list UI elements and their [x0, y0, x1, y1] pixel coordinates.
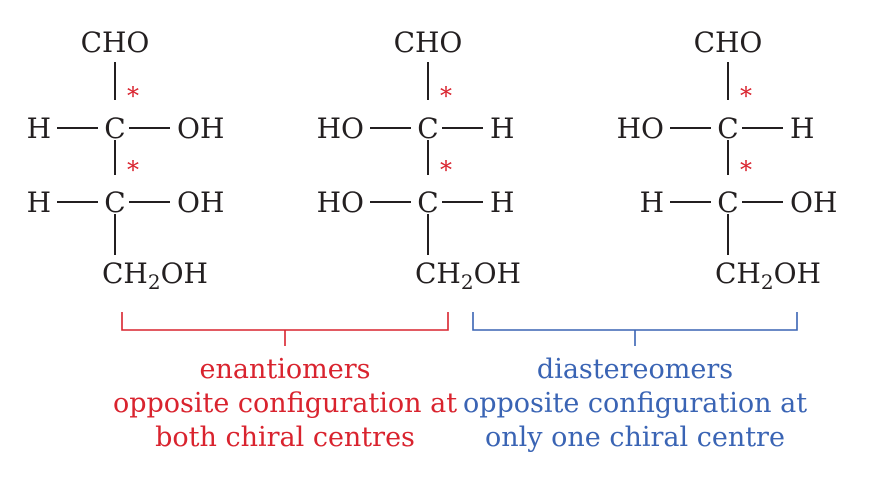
right-substituent-label: OH: [177, 112, 224, 145]
chiral-centre-marker: *: [127, 82, 139, 110]
chiral-centre-marker: *: [127, 156, 139, 184]
chiral-carbon-label: C: [417, 112, 438, 145]
left-substituent-label: H: [27, 112, 51, 145]
ch-label: CH: [415, 257, 461, 290]
left-substituent-label: H: [27, 186, 51, 219]
chiral-carbon-label: C: [717, 186, 738, 219]
oh-label: OH: [161, 257, 208, 290]
chiral-carbon-label: C: [104, 112, 125, 145]
left-substituent-label: HO: [317, 186, 364, 219]
chiral-centre-marker: *: [440, 82, 452, 110]
top-group-label: CHO: [81, 26, 150, 59]
left-substituent-label: H: [640, 186, 664, 219]
chiral-carbon-label: C: [104, 186, 125, 219]
oh-label: OH: [474, 257, 521, 290]
group-title: enantiomers: [200, 354, 371, 385]
right-substituent-label: OH: [177, 186, 224, 219]
group-title: diastereomers: [537, 354, 733, 385]
subscript-2: 2: [761, 270, 774, 294]
top-group-label: CHO: [694, 26, 763, 59]
chiral-centre-marker: *: [740, 156, 752, 184]
right-substituent-label: H: [490, 186, 514, 219]
right-substituent-label: H: [490, 112, 514, 145]
right-substituent-label: OH: [790, 186, 837, 219]
oh-label: OH: [774, 257, 821, 290]
left-substituent-label: HO: [317, 112, 364, 145]
right-substituent-label: H: [790, 112, 814, 145]
ch-label: CH: [102, 257, 148, 290]
group-description-line: opposite configuration at: [463, 388, 807, 419]
group-description-line: opposite configuration at: [113, 388, 457, 419]
group-description-line: only one chiral centre: [485, 422, 785, 453]
chiral-carbon-label: C: [717, 112, 738, 145]
chiral-carbon-label: C: [417, 186, 438, 219]
subscript-2: 2: [148, 270, 161, 294]
bottom-group-label: CH2OH: [415, 257, 521, 294]
left-substituent-label: HO: [617, 112, 664, 145]
group-description-line: both chiral centres: [155, 422, 415, 453]
bottom-group-label: CH2OH: [102, 257, 208, 294]
chiral-centre-marker: *: [740, 82, 752, 110]
ch-label: CH: [715, 257, 761, 290]
bracket: [121, 312, 449, 346]
bottom-group-label: CH2OH: [715, 257, 821, 294]
subscript-2: 2: [461, 270, 474, 294]
top-group-label: CHO: [394, 26, 463, 59]
bracket: [472, 312, 798, 346]
chiral-centre-marker: *: [440, 156, 452, 184]
